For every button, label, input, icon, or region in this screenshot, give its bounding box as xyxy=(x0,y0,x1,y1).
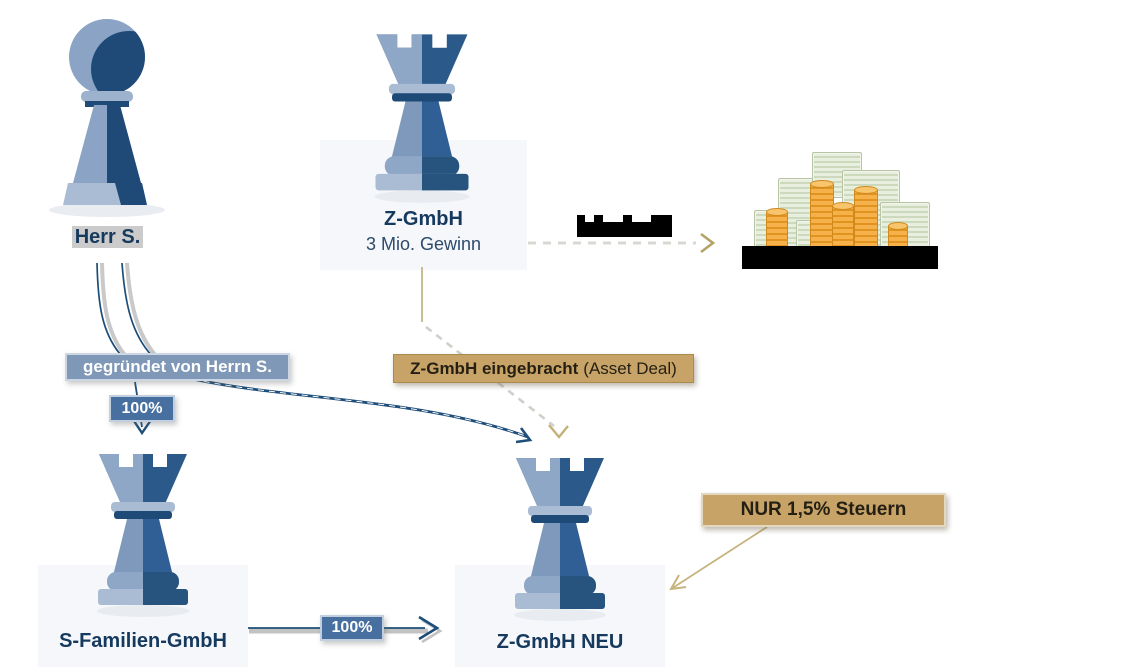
z-gmbh-neu-name: Z-GmbH NEU xyxy=(496,631,624,653)
ownership-founder-badge: 100% xyxy=(109,395,175,422)
z-gmbh-name: Z-GmbH xyxy=(384,208,463,230)
rook-icon xyxy=(83,448,203,620)
contribution-tag-note: (Asset Deal) xyxy=(583,358,677,378)
founded-by-tag: gegründet von Herrn S. xyxy=(65,353,290,381)
redacted-text-overlay xyxy=(577,215,672,237)
founder-label: Herr S. xyxy=(40,226,175,249)
tax-arrow xyxy=(669,526,768,591)
contribution-tag: Z-GmbH eingebracht (Asset Deal) xyxy=(393,354,694,383)
coin-stack-icon xyxy=(832,202,854,258)
s-familien-name: S-Familien-GmbH xyxy=(59,630,227,652)
founder-label-text: Herr S. xyxy=(71,226,144,248)
founder-connector-lines xyxy=(96,262,158,358)
contribution-tag-bold: Z-GmbH eingebracht xyxy=(410,358,579,378)
rook-icon xyxy=(500,452,620,624)
founder-to-neu-curve-arrow xyxy=(192,377,533,444)
redacted-caption-overlay xyxy=(742,246,938,269)
ownership-transfer-badge: 100% xyxy=(320,615,384,641)
z-gmbh-detail: 3 Mio. Gewinn xyxy=(365,234,482,254)
pawn-icon xyxy=(35,5,180,220)
tax-note-tag: NUR 1,5% Steuern xyxy=(701,493,946,527)
payout-dashed-arrow xyxy=(528,232,716,254)
rook-icon xyxy=(360,28,484,206)
money-stack-icon xyxy=(752,148,934,266)
